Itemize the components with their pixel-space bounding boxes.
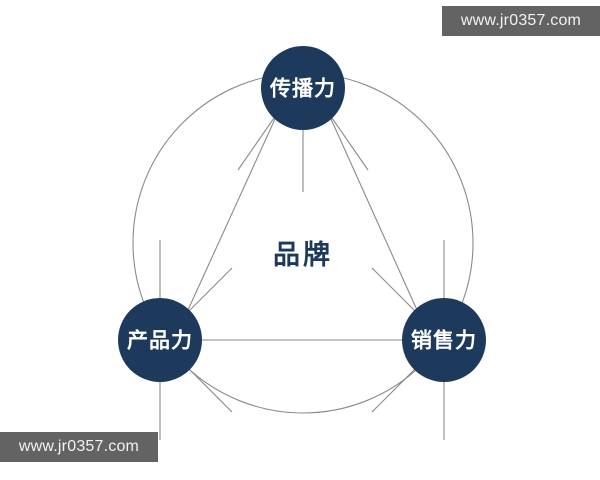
spokes-node-bottom-left: [159, 240, 262, 440]
node-bottom-right-circle[interactable]: [402, 298, 486, 382]
node-top[interactable]: 传播力: [261, 46, 345, 130]
connector-top-to-bottom-left: [187, 118, 276, 311]
node-bottom-right[interactable]: 销售力: [402, 298, 486, 382]
node-bottom-left-circle[interactable]: [118, 298, 202, 382]
spokes-node-bottom-right: [342, 240, 445, 440]
watermark-bottom-left: www.jr0357.com: [0, 432, 158, 462]
node-bottom-left-label: 产品力: [127, 329, 193, 353]
node-top-circle[interactable]: [261, 46, 345, 130]
connector-top-to-bottom-right: [330, 118, 418, 311]
watermark-top-right: www.jr0357.com: [442, 6, 600, 36]
spokes-node-top: [237, 117, 369, 192]
node-bottom-left[interactable]: 产品力: [118, 298, 202, 382]
node-bottom-right-label: 销售力: [411, 329, 477, 353]
center-label: 品牌: [273, 240, 333, 270]
node-top-label: 传播力: [269, 78, 336, 101]
